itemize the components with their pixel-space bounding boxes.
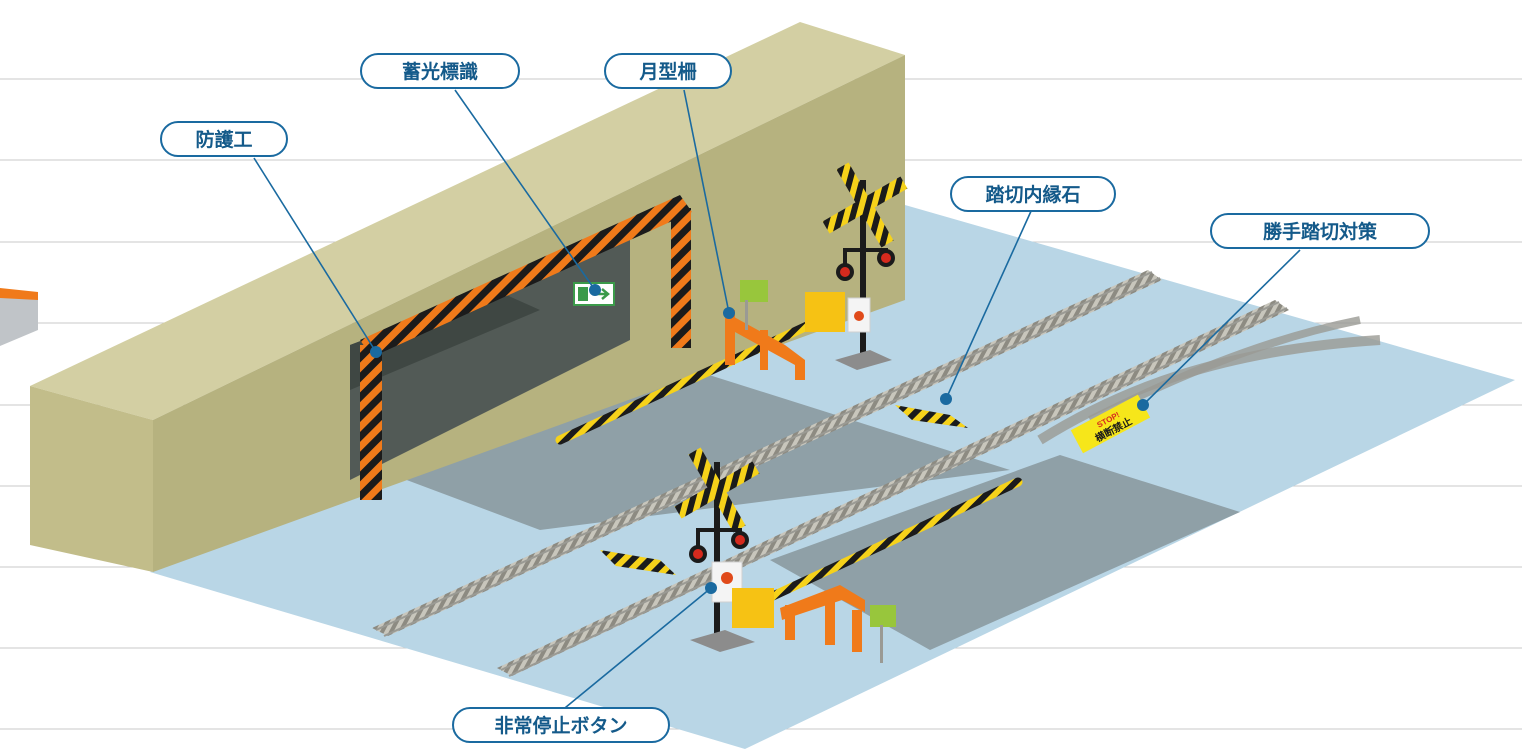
curb-stones (600, 405, 968, 575)
leader-dots (370, 284, 1149, 594)
label-protection: 防護工 (160, 121, 288, 157)
label-emergency-button: 非常停止ボタン (452, 707, 670, 743)
distant-platform (0, 288, 38, 346)
railway-tracks (372, 270, 1381, 677)
label-curb-stone: 踏切内縁石 (950, 176, 1116, 212)
barrier-bars (555, 315, 1023, 607)
label-moon-fence: 月型柵 (604, 53, 732, 89)
crossing-signal-near (674, 447, 760, 652)
protection-frame (360, 195, 692, 500)
moon-fence-near (780, 585, 896, 663)
label-trespass-measures: 勝手踏切対策 (1210, 213, 1430, 249)
moon-fence-far (725, 280, 805, 380)
emergency-button-icon (711, 561, 774, 628)
leader-lines (253, 89, 1301, 713)
label-luminous-sign: 蓄光標識 (360, 53, 520, 89)
exit-sign-icon (573, 282, 615, 306)
tunnel-opening (350, 240, 630, 480)
embankment (30, 22, 905, 572)
crossing-signal-icon (805, 162, 908, 370)
road-near (770, 455, 1240, 650)
